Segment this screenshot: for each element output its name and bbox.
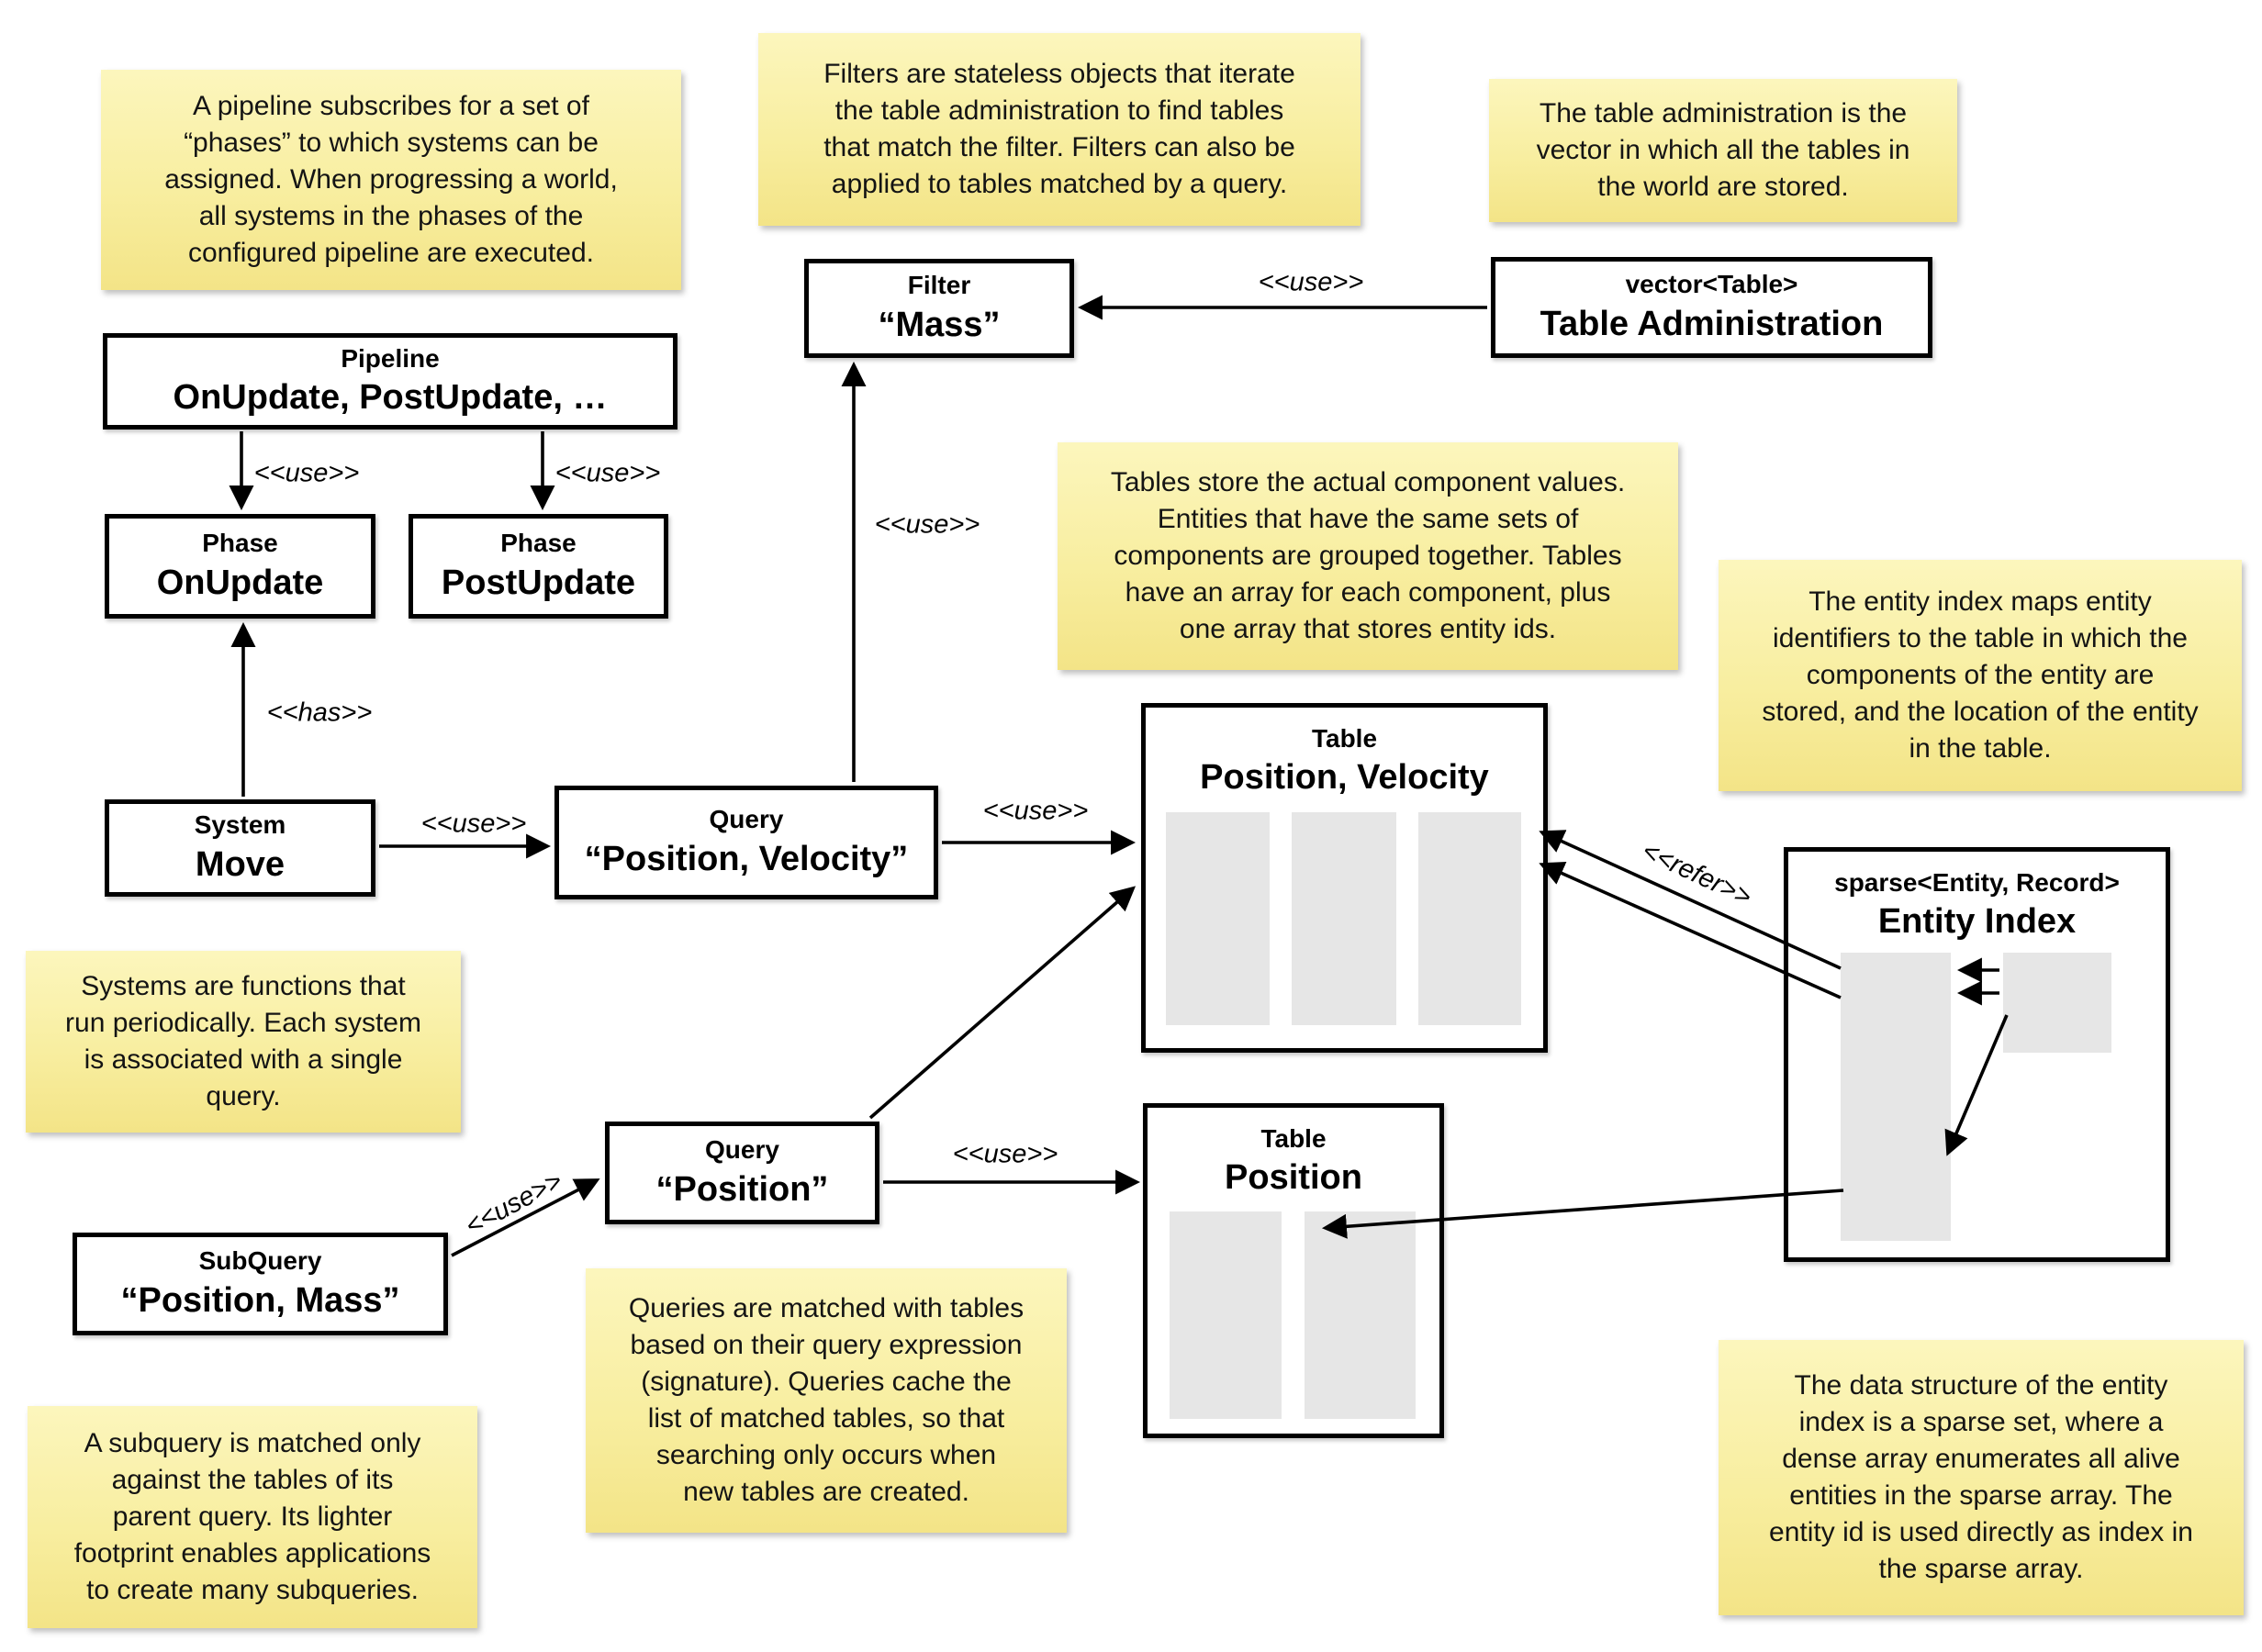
- node-label: OnUpdate: [156, 563, 324, 602]
- node-title: Table: [1260, 1124, 1327, 1153]
- node-query-position: Query “Position”: [605, 1122, 879, 1224]
- node-title: Phase: [202, 529, 278, 558]
- node-phase-onupdate: Phase OnUpdate: [105, 514, 375, 619]
- node-title: Phase: [500, 529, 577, 558]
- node-label: Position: [1225, 1158, 1362, 1198]
- node-label: Position, Velocity: [1200, 758, 1489, 798]
- node-title: Filter: [907, 271, 971, 300]
- note-tables: Tables store the actual component values…: [1058, 442, 1678, 670]
- entity-id-array-bar: [1418, 812, 1521, 1025]
- node-label: “Position”: [655, 1169, 829, 1209]
- node-title: sparse<Entity, Record>: [1834, 868, 2120, 897]
- edge-label-use: <<use>>: [253, 458, 360, 488]
- edge-label-refer: <<refer>>: [1637, 836, 1756, 912]
- node-label: “Position, Mass”: [120, 1280, 400, 1320]
- node-phase-postupdate: Phase PostUpdate: [409, 514, 668, 619]
- edge-querypos-use-tablepv: [868, 886, 1137, 1120]
- node-title: Query: [705, 1135, 779, 1165]
- node-title: Pipeline: [341, 343, 440, 373]
- sparse-array-bar: [1841, 953, 1951, 1241]
- edge-label-use: <<use>>: [460, 1166, 567, 1242]
- node-label: OnUpdate, PostUpdate, …: [173, 378, 608, 417]
- note-table-administration: The table administration is the vector i…: [1489, 79, 1957, 222]
- node-title: Query: [709, 805, 784, 834]
- node-title: vector<Table>: [1625, 270, 1798, 299]
- component-array-bar: [1166, 812, 1270, 1025]
- edge-label-use: <<use>>: [1258, 267, 1364, 297]
- node-label: PostUpdate: [441, 563, 636, 602]
- node-label: “Mass”: [878, 305, 1001, 344]
- node-label: Move: [195, 844, 286, 884]
- entity-id-array-bar: [1305, 1211, 1416, 1419]
- node-label: “Position, Velocity”: [584, 839, 909, 878]
- node-label: Table Administration: [1540, 304, 1884, 343]
- edge-label-has: <<has>>: [266, 698, 373, 728]
- edge-label-use: <<use>>: [982, 796, 1089, 826]
- node-system-move: System Move: [105, 799, 375, 897]
- note-pipeline: A pipeline subscribes for a set of “phas…: [101, 70, 681, 290]
- node-entity-index: sparse<Entity, Record> Entity Index: [1784, 847, 2170, 1262]
- node-table-position-velocity: Table Position, Velocity: [1141, 703, 1548, 1053]
- node-subquery: SubQuery “Position, Mass”: [73, 1233, 448, 1335]
- edge-label-use: <<use>>: [554, 458, 661, 488]
- note-systems: Systems are functions that run periodica…: [26, 951, 461, 1133]
- node-title: System: [194, 810, 286, 840]
- note-queries: Queries are matched with tables based on…: [586, 1268, 1067, 1533]
- edge-label-use: <<use>>: [874, 509, 980, 540]
- node-label: Entity Index: [1877, 902, 2077, 942]
- edge-label-use: <<use>>: [420, 809, 527, 839]
- note-subquery: A subquery is matched only against the t…: [28, 1406, 477, 1628]
- node-table-position: Table Position: [1143, 1103, 1444, 1438]
- node-query-position-velocity: Query “Position, Velocity”: [554, 786, 938, 899]
- node-pipeline: Pipeline OnUpdate, PostUpdate, …: [103, 333, 677, 430]
- note-sparse-set: The data structure of the entity index i…: [1719, 1340, 2244, 1615]
- component-array-bar: [1292, 812, 1396, 1025]
- note-entity-index: The entity index maps entity identifiers…: [1719, 560, 2242, 791]
- node-filter-mass: Filter “Mass”: [804, 259, 1074, 358]
- edge-label-use: <<use>>: [952, 1139, 1058, 1169]
- node-title: Table: [1311, 724, 1378, 753]
- component-array-bar: [1170, 1211, 1282, 1419]
- node-table-administration: vector<Table> Table Administration: [1491, 257, 1932, 358]
- dense-array-bar: [2003, 953, 2111, 1053]
- node-title: SubQuery: [198, 1246, 322, 1276]
- note-filters: Filters are stateless objects that itera…: [758, 33, 1361, 226]
